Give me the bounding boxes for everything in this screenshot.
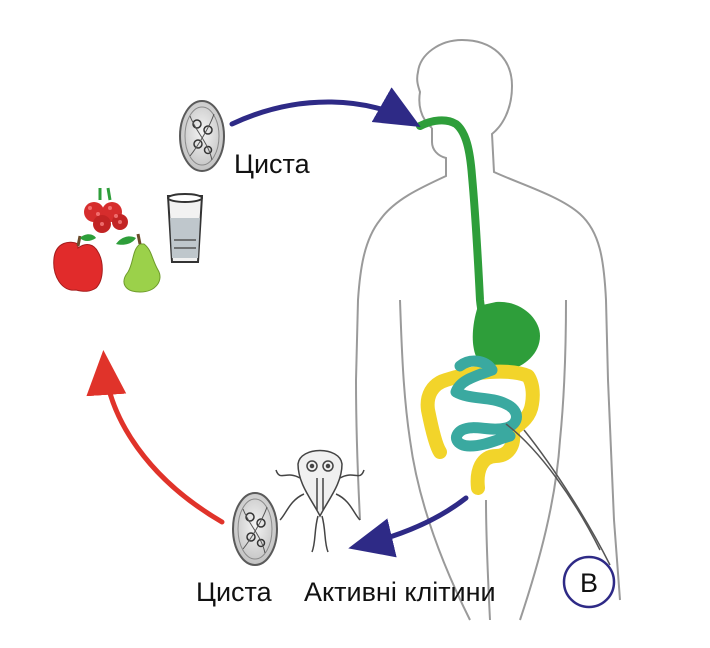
stage-badge: В [562,555,616,609]
arrow-excretion [348,495,469,558]
stage-badge-label: В [580,568,598,598]
apple-icon [53,234,103,292]
cyst-bottom-label: Циста [196,577,273,607]
human-body-outline [354,38,621,621]
cyst-icon [179,100,225,172]
cyst-icon [232,492,278,566]
pear-icon [116,233,161,293]
large-intestine [420,364,540,495]
water-glass-icon [166,193,204,263]
pointer-lines [505,423,611,566]
arrow-ingestion [229,87,421,127]
arrow-return [86,350,225,525]
cyst-top-label: Циста [234,149,311,179]
trophozoite-icon [275,449,365,553]
esophagus-stomach [416,116,540,371]
small-intestine [450,355,522,452]
trophozoites-label: Активні клітини [304,577,496,607]
raspberry-icon [84,187,128,233]
